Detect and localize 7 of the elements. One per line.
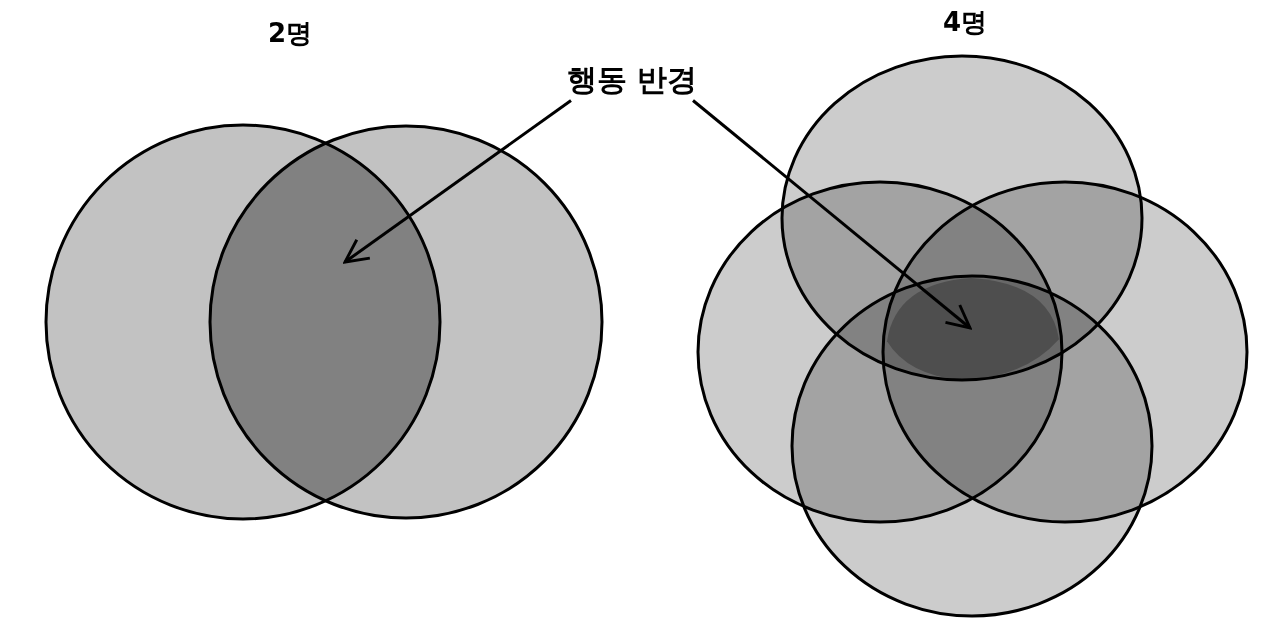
heading: 2명 [268, 16, 313, 50]
arrow [692, 99, 972, 330]
overlap-region [887, 278, 1059, 380]
arrow [343, 99, 572, 264]
heading: 4명 [943, 5, 988, 39]
callout-label: 행동 반경 [567, 59, 698, 101]
overlap-region [210, 143, 440, 501]
